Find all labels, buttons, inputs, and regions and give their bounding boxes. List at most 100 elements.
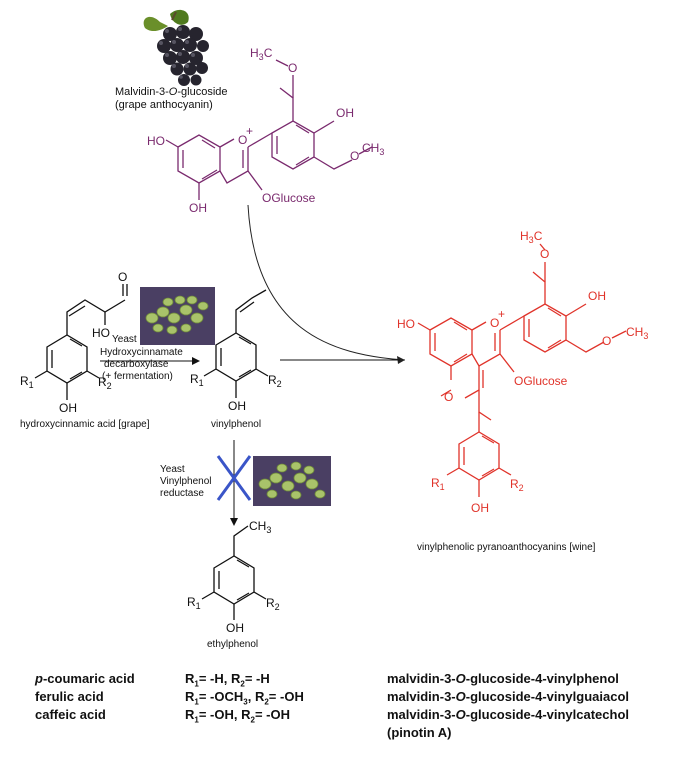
legend-row-coumaric: p-coumaric acid R1= -H, R2= -H xyxy=(35,670,304,689)
svg-text:H3C: H3C xyxy=(250,46,273,62)
svg-text:O: O xyxy=(350,149,359,163)
svg-text:O: O xyxy=(444,390,453,404)
legend-r1-value: = -H, R xyxy=(198,671,241,686)
legend-r1-value: = -OCH xyxy=(198,689,244,704)
yeast1-label: Yeast xyxy=(112,334,137,345)
malvidin-structure: O + HO OH OGlucose O H3C OH O CH3 xyxy=(147,46,384,215)
svg-text:R1: R1 xyxy=(187,595,201,611)
svg-text:+: + xyxy=(498,307,505,321)
legend-product-post: -glucoside-4-vinylguaiacol xyxy=(465,689,630,704)
legend-row-caffeic: caffeic acid R1= -OH, R2= -OH xyxy=(35,706,304,725)
svg-text:O: O xyxy=(118,270,127,284)
arrowhead xyxy=(397,356,405,364)
malvidin-to-product-arrow xyxy=(247,204,406,361)
svg-text:OH: OH xyxy=(228,399,246,413)
legend-product-pre: malvidin-3- xyxy=(387,707,456,722)
legend-product-vinylphenol: malvidin-3-O-glucoside-4-vinylphenol xyxy=(387,670,629,688)
svg-text:OH: OH xyxy=(226,621,244,635)
svg-text:OGlucose: OGlucose xyxy=(514,374,568,388)
legend-product-post: -glucoside-4-vinylcatechol xyxy=(465,707,630,722)
legend-r1: R xyxy=(185,707,195,722)
legend-product-pre: malvidin-3- xyxy=(387,671,456,686)
svg-text:O: O xyxy=(602,334,611,348)
legend-r1: R xyxy=(185,671,195,686)
legend-name: ferulic acid xyxy=(35,689,104,704)
legend-r1-value-sub: 3 xyxy=(243,697,248,707)
legend-r2-sub: 2 xyxy=(240,679,245,689)
svg-text:R2: R2 xyxy=(98,375,112,391)
arrowhead xyxy=(230,518,238,526)
svg-text:OGlucose: OGlucose xyxy=(262,191,316,205)
enzyme2-line1: Vinylphenol xyxy=(160,476,212,487)
malvidin-sub-label: (grape anthocyanin) xyxy=(115,99,213,111)
svg-text:CH3: CH3 xyxy=(626,325,648,341)
blocked-x-icon xyxy=(216,455,252,501)
vinylphenol-label: vinylphenol xyxy=(211,419,261,430)
legend-product-vinylguaiacol: malvidin-3-O-glucoside-4-vinylguaiacol xyxy=(387,688,629,706)
legend-product-italic: O xyxy=(455,707,466,722)
yeast-cells-icon xyxy=(140,287,215,345)
pyrano-label: vinylphenolic pyranoanthocyanins [wine] xyxy=(417,542,596,553)
ethylphenol-label: ethylphenol xyxy=(207,639,258,650)
svg-text:O: O xyxy=(238,133,247,147)
legend-product-pre: malvidin-3- xyxy=(387,689,456,704)
hydroxycinnamic-label: hydroxycinnamic acid [grape] xyxy=(20,419,150,430)
vinylphenol-structure: R1 R2 OH xyxy=(190,289,282,413)
ethylphenol-structure: CH3 R1 R2 OH xyxy=(187,519,280,635)
svg-text:+: + xyxy=(246,124,253,138)
svg-text:OH: OH xyxy=(588,289,606,303)
legend-name: -coumaric acid xyxy=(42,671,135,686)
svg-text:O: O xyxy=(540,247,549,261)
svg-text:R2: R2 xyxy=(266,596,280,612)
legend-r1-sub: 1 xyxy=(194,679,199,689)
legend-product-post: -glucoside-4-vinylphenol xyxy=(465,671,619,686)
legend-r2-value: = -OH xyxy=(254,707,290,722)
arrowhead xyxy=(192,357,200,365)
legend-r2-sub: 2 xyxy=(264,697,269,707)
legend-r1-value-tail: , R xyxy=(247,689,265,704)
yeast-cells-icon xyxy=(253,456,331,506)
svg-text:R1: R1 xyxy=(190,372,204,388)
pyranoanthocyanin-structure: O + HO O OGlucose O H3C OH O CH3 R1 R2 O… xyxy=(397,229,648,515)
svg-text:HO: HO xyxy=(92,326,110,340)
svg-text:OH: OH xyxy=(189,201,207,215)
legend-product-pinotin: (pinotin A) xyxy=(387,724,629,742)
svg-text:R2: R2 xyxy=(510,477,524,493)
legend-r1-value: = -OH, R xyxy=(198,707,251,722)
reaction-scheme: Malvidin-3-O-glucoside (grape anthocyani… xyxy=(20,9,648,650)
enzyme1-line3: (+ fermentation) xyxy=(102,371,173,382)
svg-text:CH3: CH3 xyxy=(362,141,384,157)
enzyme1-line1: Hydroxycinnamate xyxy=(100,347,183,358)
svg-text:R2: R2 xyxy=(268,373,282,389)
legend-r1-sub: 1 xyxy=(194,715,199,725)
legend-row-ferulic: ferulic acid R1= -OCH3, R2= -OH xyxy=(35,688,304,707)
svg-text:R1: R1 xyxy=(20,374,34,390)
legend-right: malvidin-3-O-glucoside-4-vinylphenol mal… xyxy=(387,670,629,742)
svg-text:HO: HO xyxy=(147,134,165,148)
legend-r2-value: = -OH xyxy=(268,689,304,704)
svg-text:R1: R1 xyxy=(431,476,445,492)
grape-bunch-icon xyxy=(143,9,209,86)
svg-text:OH: OH xyxy=(336,106,354,120)
legend-product-pre: (pinotin A) xyxy=(387,725,452,740)
svg-text:CH3: CH3 xyxy=(249,519,271,535)
legend-product-italic: O xyxy=(455,671,466,686)
enzyme2-line2: reductase xyxy=(160,488,204,499)
enzyme1-line2: decarboxylase xyxy=(104,359,169,370)
legend-product-vinylcatechol: malvidin-3-O-glucoside-4-vinylcatechol xyxy=(387,706,629,724)
svg-text:H3C: H3C xyxy=(520,229,543,245)
yeast2-label: Yeast xyxy=(160,464,185,475)
hydroxycinnamic-acid-structure: O HO R1 R2 OH xyxy=(20,270,128,415)
legend-r2-value: = -H xyxy=(244,671,270,686)
legend-name: caffeic acid xyxy=(35,707,106,722)
svg-text:OH: OH xyxy=(59,401,77,415)
svg-text:O: O xyxy=(490,316,499,330)
legend-r2-sub: 2 xyxy=(250,715,255,725)
legend-r1-sub: 1 xyxy=(194,697,199,707)
malvidin-name-label: Malvidin-3-O-glucoside xyxy=(115,86,228,98)
legend-r1: R xyxy=(185,689,195,704)
legend-name-italic: p xyxy=(35,671,43,686)
svg-text:OH: OH xyxy=(471,501,489,515)
svg-text:HO: HO xyxy=(397,317,415,331)
